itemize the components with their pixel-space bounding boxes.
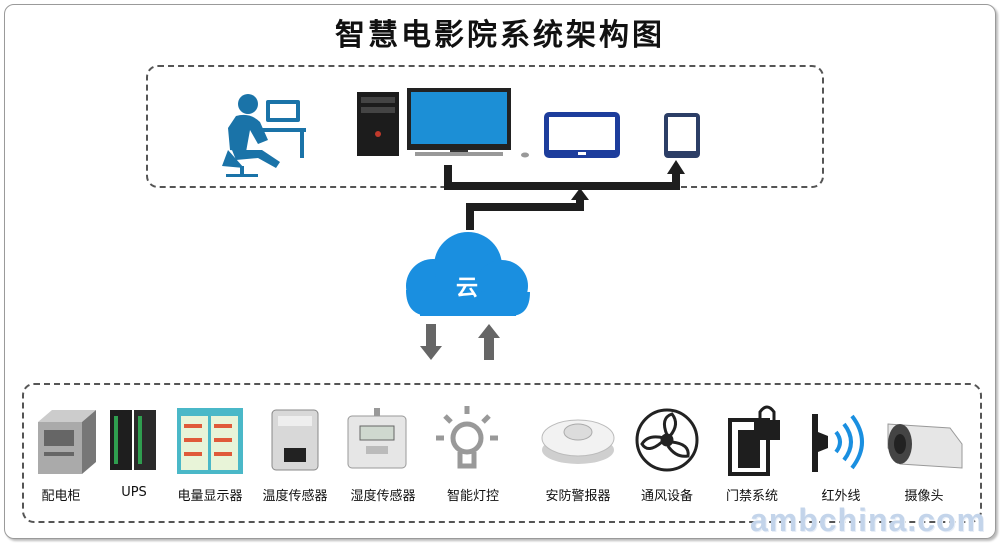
access-control-icon <box>728 405 780 476</box>
power-display-icon <box>177 408 243 474</box>
device-label-smart-light: 智能灯控 <box>446 489 499 504</box>
device-label-camera: 摄像头 <box>904 489 944 504</box>
smart-light-icon <box>436 406 498 469</box>
monitor-icon <box>407 88 529 158</box>
network-arrows <box>444 165 680 230</box>
ups-icon <box>110 410 156 470</box>
pc-tower-icon <box>357 92 399 156</box>
device-label-access-control: 门禁系统 <box>725 489 778 504</box>
humidity-sensor-icon <box>347 408 407 469</box>
temperature-sensor-icon <box>271 409 319 471</box>
diagram-title: 智慧电影院系统架构图 <box>335 18 665 53</box>
diagram-frame <box>4 4 996 539</box>
device-label-infrared: 红外线 <box>821 489 861 504</box>
camera-icon <box>887 423 963 469</box>
power-cabinet-icon <box>38 410 96 474</box>
data-flow-arrows <box>420 324 500 360</box>
security-alarm-icon <box>541 419 615 464</box>
cloud-icon <box>406 232 530 316</box>
phone-icon <box>664 113 700 158</box>
device-label-ventilation: 通风设备 <box>640 489 693 504</box>
cloud-label: 云 <box>455 276 478 301</box>
ventilation-fan-icon <box>635 408 699 472</box>
device-label-security-alarm: 安防警报器 <box>545 489 611 504</box>
watermark: ambchina.com <box>749 502 986 538</box>
device-label-power-display: 电量显示器 <box>177 489 243 504</box>
tablet-icon <box>544 112 620 158</box>
device-label-power-cabinet: 配电柜 <box>41 489 81 504</box>
infrared-icon <box>812 414 864 472</box>
device-label-temperature-sensor: 温度传感器 <box>262 489 328 504</box>
device-label-humidity-sensor: 湿度传感器 <box>350 489 416 504</box>
field-devices-group <box>22 383 982 523</box>
device-label-ups: UPS <box>121 485 147 500</box>
operator-icon <box>222 94 306 177</box>
